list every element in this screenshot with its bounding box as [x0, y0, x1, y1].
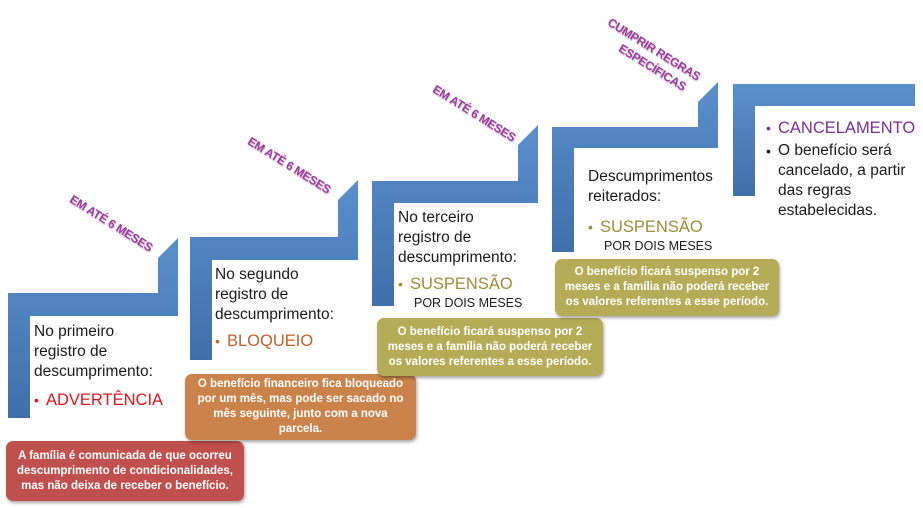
step-3-line-3: descumprimento:: [398, 249, 517, 266]
step-5-text: • CANCELAMENTO • O benefício será cancel…: [766, 118, 916, 221]
step-1-shape: [8, 238, 178, 418]
box-suspensao-2: O benefício ficará suspenso por 2 meses …: [555, 259, 779, 316]
step-2-line-1: No segundo: [215, 266, 299, 283]
step-5-line-3: das regras: [778, 182, 852, 199]
bullet-icon: •: [34, 392, 39, 408]
step-2-label-row: • BLOQUEIO: [215, 331, 365, 351]
step-4-line-1: Descumprimentos: [588, 168, 713, 185]
step-1-label: ADVERTÊNCIA: [46, 391, 164, 409]
box-2-line-1: O benefício financeiro fica bloqueado: [197, 378, 404, 390]
step-2-shape: [190, 180, 358, 360]
step-5-desc-row: • O benefício será cancelado, a partir d…: [766, 141, 916, 221]
step-5-shape: [733, 84, 915, 196]
box-3-line-2: meses e a família não poderá receber: [387, 340, 593, 353]
box-2-line-4: parcela.: [278, 423, 323, 435]
step-4-sub: POR DOIS MESES: [604, 239, 713, 253]
box-3-line-1: O benefício ficará suspenso por 2: [397, 325, 583, 338]
bullet-icon: •: [588, 219, 593, 235]
box-1-line-2: descumprimento de condicionalidades,: [17, 464, 233, 477]
step-4-label: SUSPENSÃO: [600, 218, 703, 236]
bullet-icon: •: [766, 143, 771, 159]
box-1-line-3: mas não deixa de receber o benefício.: [21, 479, 229, 492]
step-3-label-row: • SUSPENSÃO: [398, 274, 548, 294]
step-4-text: Descumprimentos reiterados: • SUSPENSÃO …: [588, 167, 738, 255]
box-1-line-1: A família é comunicada de que ocorreu: [18, 449, 232, 462]
step-4-line-2: reiterados:: [588, 188, 662, 205]
bullet-icon: •: [398, 276, 403, 292]
box-4-line-3: os valores referentes a esse período.: [565, 296, 769, 308]
step-5-line-2: cancelado, a partir: [778, 162, 906, 179]
step-2-label: BLOQUEIO: [227, 332, 314, 350]
step-1-line-1: No primeiro: [34, 323, 115, 340]
step-2-line-2: registro de: [215, 286, 289, 303]
step-3-label: SUSPENSÃO: [410, 275, 513, 293]
box-2-line-2: por um mês, mas pode ser sacado no: [197, 393, 404, 405]
box-2-line-3: mês seguinte, junto com a nova: [213, 408, 388, 420]
step-4-shape: [552, 82, 718, 252]
step-3-sub: POR DOIS MESES: [414, 296, 523, 310]
box-bloqueio: O benefício financeiro fica bloqueado po…: [185, 374, 416, 440]
step-2-text: No segundo registro de descumprimento: •…: [215, 265, 365, 351]
step-5-label: CANCELAMENTO: [778, 119, 916, 137]
step-5-label-row: • CANCELAMENTO: [766, 118, 916, 138]
box-4-line-1: O benefício ficará suspenso por 2: [574, 266, 760, 278]
box-suspensao-1: O benefício ficará suspenso por 2 meses …: [377, 318, 603, 376]
box-advertencia: A família é comunicada de que ocorreu de…: [6, 441, 244, 501]
box-3-line-3: os valores referentes a esse período.: [388, 355, 592, 368]
step-1-text: No primeiro registro de descumprimento: …: [34, 322, 184, 410]
step-1-label-row: • ADVERTÊNCIA: [34, 390, 184, 410]
step-5-line-4: estabelecidas.: [778, 202, 878, 219]
step-5-desc: O benefício será cancelado, a partir das…: [778, 141, 906, 221]
step-3-line-2: registro de: [398, 229, 472, 246]
step-3-line-1: No terceiro: [398, 209, 474, 226]
box-4-line-2: meses e a família não poderá receber: [564, 281, 770, 293]
step-5-line-1: O benefício será: [778, 142, 892, 159]
bullet-icon: •: [766, 120, 771, 136]
step-3-shape: [372, 125, 538, 306]
step-1-line-2: registro de: [34, 343, 108, 360]
step-2-line-3: descumprimento:: [215, 306, 334, 323]
step-1-line-3: descumprimento:: [34, 363, 153, 380]
bullet-icon: •: [215, 333, 220, 349]
step-3-text: No terceiro registro de descumprimento: …: [398, 208, 548, 312]
step-4-label-row: • SUSPENSÃO: [588, 217, 738, 237]
